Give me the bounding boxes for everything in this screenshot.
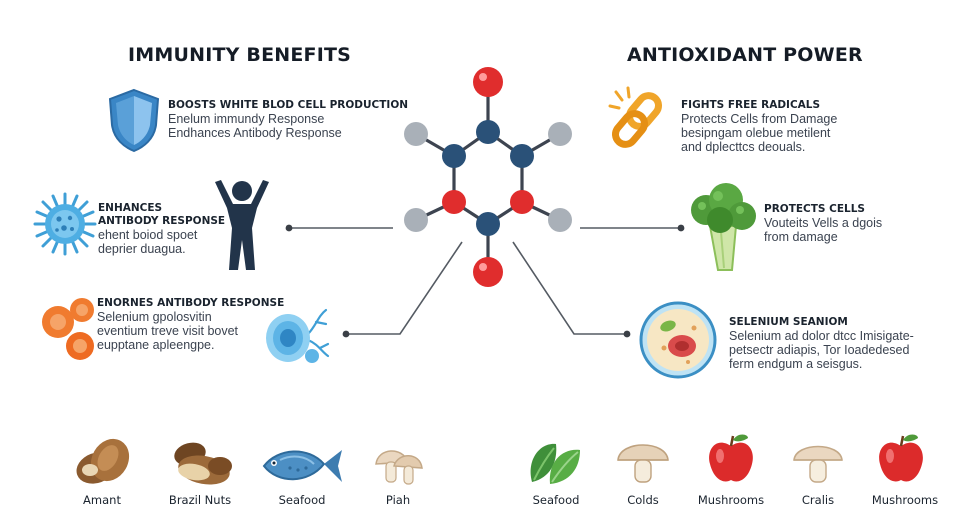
left-block-1-title: BOOSTS WHITE BLOD CELL PRODUCTION	[168, 99, 409, 111]
left-block-3-line-2: eventium treve visit bovet	[97, 324, 239, 338]
shield-icon	[108, 88, 160, 153]
carbon-atom	[510, 144, 534, 168]
connector-dot	[623, 330, 631, 338]
left-block-3: ENORNES ANTIBODY RESPONSE Selenium gpolo…	[97, 297, 284, 352]
right-block-1-line-3: and dplecttcs deouals.	[681, 140, 806, 154]
food-label-amant: Amant	[83, 493, 121, 507]
left-block-1: BOOSTS WHITE BLOD CELL PRODUCTION Enelum…	[168, 99, 408, 140]
right-block-3: SELENIUM SEANIOM Selenium ad dolor dtcc …	[729, 316, 914, 371]
right-block-3-title: SELENIUM SEANIOM	[729, 316, 848, 328]
immunity-benefits-heading: IMMUNITY BENEFITS	[128, 44, 352, 66]
connector-dot	[342, 330, 350, 338]
oxygen-atom	[510, 190, 534, 214]
left-block-2-line-2: deprier duagua.	[98, 242, 186, 256]
broccoli-icon	[691, 183, 756, 271]
food-label-piah: Piah	[385, 493, 411, 507]
left-block-3-title: ENORNES ANTIBODY RESPONSE	[97, 297, 285, 309]
blood-cells-icon	[42, 298, 94, 360]
food-label-mushrooms: Mushrooms	[697, 493, 765, 507]
connector-dot	[285, 224, 293, 232]
left-block-3-line-1: Selenium gpolosvitin	[97, 310, 212, 324]
selenium-molecule-icon	[404, 67, 572, 287]
left-block-2: ENHANCES ANTIBODY RESPONSE ehent boiod s…	[98, 202, 225, 256]
cell-icon	[639, 301, 717, 379]
oxygen-atom	[473, 67, 503, 97]
connector-left-lower	[347, 241, 463, 335]
food-label-seafood-2: Seafood	[532, 493, 580, 507]
antioxidant-power-heading: ANTIOXIDANT POWER	[627, 44, 863, 66]
right-block-1-line-1: Protects Cells from Damage	[681, 112, 838, 126]
left-block-3-line-3: eupptane apleengpe.	[97, 338, 215, 352]
mushroom-icon	[375, 450, 423, 485]
immune-cell-icon	[266, 308, 330, 363]
right-block-1-title: FIGHTS FREE RADICALS	[681, 99, 821, 111]
food-label-mushrooms-2: Mushrooms	[871, 493, 939, 507]
left-block-2-title-2: ANTIBODY RESPONSE	[98, 215, 226, 227]
right-block-2-title: PROTECTS CELLS	[764, 203, 865, 215]
leafy-greens-icon	[530, 443, 580, 484]
mushroom-icon	[793, 445, 843, 483]
apple-icon	[879, 434, 923, 482]
left-block-2-line-1: ehent boiod spoet	[98, 228, 198, 242]
hydrogen-atom	[404, 208, 428, 232]
hydrogen-atom	[548, 122, 572, 146]
left-block-2-title: ENHANCES	[98, 202, 163, 214]
oxygen-atom	[442, 190, 466, 214]
almond-icon	[76, 438, 130, 484]
right-block-3-line-3: ferm endgum a seisgus.	[729, 357, 863, 371]
hydrogen-atom	[404, 122, 428, 146]
food-label-cralis: Cralis	[801, 493, 835, 507]
right-block-2-line-1: Vouteits Vells a dgois	[764, 216, 883, 230]
right-block-1-line-2: besipngam olebue metilent	[681, 126, 831, 140]
strong-person-icon	[215, 180, 269, 270]
right-block-3-line-2: petsectr adiapis, Tor Ioadedesed	[729, 343, 910, 357]
right-block-3-line-1: Selenium ad dolor dtcc Imisigate-	[729, 329, 914, 343]
connector-dot	[677, 224, 685, 232]
right-block-2-line-2: from damage	[764, 230, 838, 244]
food-label-seafood: Seafood	[278, 493, 326, 507]
food-label-brazil-nuts: Brazil Nuts	[168, 493, 232, 507]
carbon-atom	[476, 120, 500, 144]
fish-icon	[262, 450, 342, 482]
connector-right-lower	[512, 241, 626, 335]
apple-icon	[709, 434, 753, 482]
microbe-icon	[33, 192, 97, 256]
carbon-atom	[442, 144, 466, 168]
oxygen-atom	[473, 257, 503, 287]
left-block-1-line-1: Enelum immundy Response	[168, 112, 325, 126]
right-block-1: FIGHTS FREE RADICALS Protects Cells from…	[681, 99, 837, 154]
left-block-1-line-2: Endhances Antibody Response	[168, 126, 342, 140]
carbon-atom	[476, 212, 500, 236]
broken-chain-icon	[608, 86, 662, 148]
right-block-2: PROTECTS CELLS Vouteits Vells a dgois fr…	[764, 203, 882, 244]
mushroom-icon	[617, 444, 669, 483]
brazil-nuts-icon	[174, 442, 232, 485]
food-label-colds: Colds	[627, 493, 659, 507]
hydrogen-atom	[548, 208, 572, 232]
